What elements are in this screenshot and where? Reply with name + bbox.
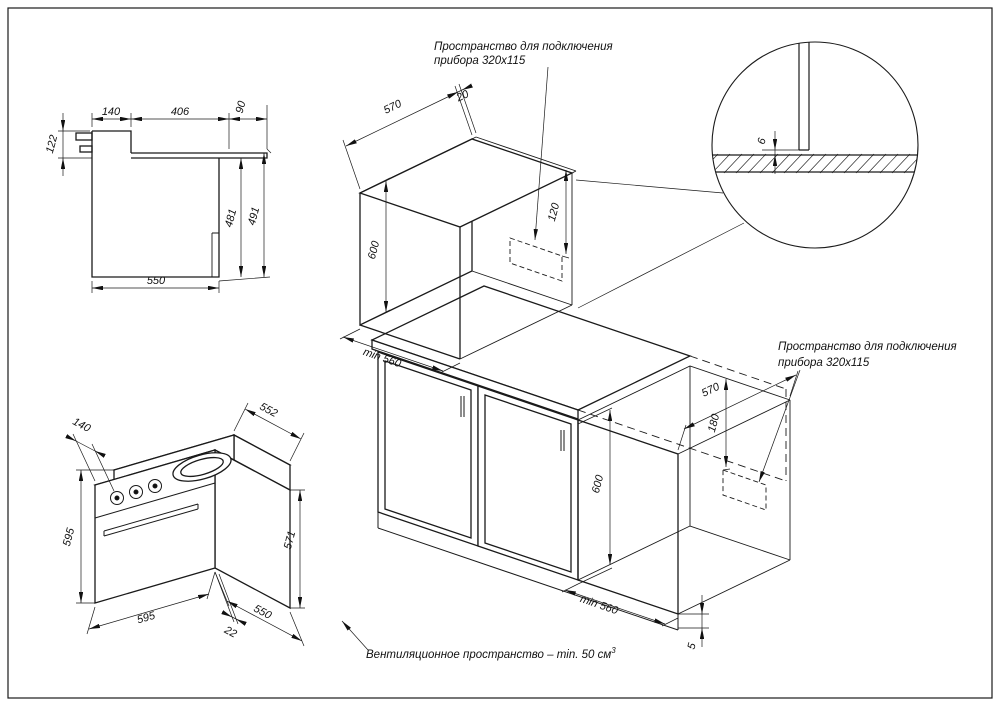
dim-oven-22: 22 bbox=[221, 624, 238, 641]
right-connection-note-line1: Пространство для подключения bbox=[778, 341, 957, 353]
oven-knob bbox=[110, 491, 124, 505]
dim-upper-600: 600 bbox=[366, 239, 383, 261]
dim-side-122: 122 bbox=[44, 134, 60, 155]
dim-side-481: 481 bbox=[223, 208, 239, 229]
door-handle bbox=[560, 430, 565, 451]
dim-lower-5: 5 bbox=[686, 641, 699, 651]
cabinet-door bbox=[484, 394, 572, 573]
dim-oven-595-left: 595 bbox=[61, 526, 78, 548]
detail-dimension bbox=[762, 131, 799, 174]
base-cabinet-2 bbox=[477, 385, 579, 581]
dim-upper-20: 20 bbox=[454, 88, 472, 105]
oven-dimensions bbox=[65, 402, 305, 647]
dim-oven-571: 571 bbox=[282, 530, 298, 551]
dim-side-140: 140 bbox=[102, 106, 121, 118]
right-annotation-leader bbox=[758, 369, 801, 483]
annotations: Пространство для подключения прибора 320… bbox=[341, 41, 957, 661]
connection-space-rect-upper bbox=[509, 237, 563, 282]
dim-upper-570: 570 bbox=[382, 98, 405, 117]
dim-upper-120: 120 bbox=[546, 201, 563, 223]
base-cabinet-1 bbox=[377, 351, 479, 547]
oven-door-details bbox=[94, 479, 216, 537]
top-connection-note-line2: прибора 320x115 bbox=[434, 55, 526, 67]
control-knob-profile bbox=[75, 132, 93, 141]
oven-handle bbox=[103, 503, 199, 537]
oven-knob bbox=[148, 479, 162, 493]
oven-front-door bbox=[94, 449, 216, 604]
detail-leader-lines bbox=[575, 179, 745, 309]
cabinet-door bbox=[384, 360, 472, 539]
detail-view: 6 bbox=[575, 41, 919, 309]
connection-space-rect-lower bbox=[722, 469, 767, 511]
drawing-border bbox=[7, 7, 993, 699]
side-view-outline bbox=[75, 130, 268, 278]
housing-front-opening bbox=[577, 419, 679, 615]
ventilation-note-text: Вентиляционное пространство – min. 50 см bbox=[366, 649, 611, 661]
cabinet-assembly-view: 570 20 600 120 min 560 570 180 600 min 5… bbox=[339, 83, 799, 651]
dim-lower-180: 180 bbox=[706, 412, 723, 434]
dim-oven-595-bottom: 595 bbox=[136, 610, 158, 627]
dim-detail-6: 6 bbox=[756, 136, 769, 146]
side-view: 140 406 90 122 481 491 550 bbox=[44, 99, 272, 293]
ventilation-note: Вентиляционное пространство – min. 50 см… bbox=[366, 646, 616, 661]
oven-body bbox=[93, 433, 292, 610]
door-handle bbox=[460, 396, 465, 417]
side-view-dimensions bbox=[58, 105, 272, 293]
dim-side-550: 550 bbox=[147, 275, 166, 287]
dim-side-406: 406 bbox=[171, 106, 190, 118]
right-connection-note-line2: прибора 320x115 bbox=[778, 357, 870, 369]
cabinet-back-panel bbox=[798, 42, 810, 151]
hatching bbox=[712, 153, 918, 174]
dim-lower-570: 570 bbox=[700, 381, 723, 400]
ventilation-note-sup: 3 bbox=[611, 646, 616, 655]
dim-lower-min560: min 560 bbox=[579, 593, 621, 617]
oven-isometric-view: 140 552 595 571 595 550 22 bbox=[61, 401, 305, 647]
dim-side-491: 491 bbox=[246, 206, 262, 227]
dim-oven-550: 550 bbox=[251, 603, 274, 623]
dim-oven-140: 140 bbox=[70, 416, 93, 436]
ventilation-leader bbox=[341, 620, 369, 651]
back-panel-edge bbox=[471, 136, 577, 174]
dim-lower-600: 600 bbox=[590, 473, 607, 495]
assembly-dimensions bbox=[339, 83, 799, 647]
oven-knob bbox=[129, 485, 143, 499]
detail-circle bbox=[711, 41, 919, 249]
top-annotation-leader bbox=[533, 66, 549, 241]
top-connection-note-line1: Пространство для подключения bbox=[434, 41, 613, 53]
dim-side-90: 90 bbox=[234, 99, 249, 115]
